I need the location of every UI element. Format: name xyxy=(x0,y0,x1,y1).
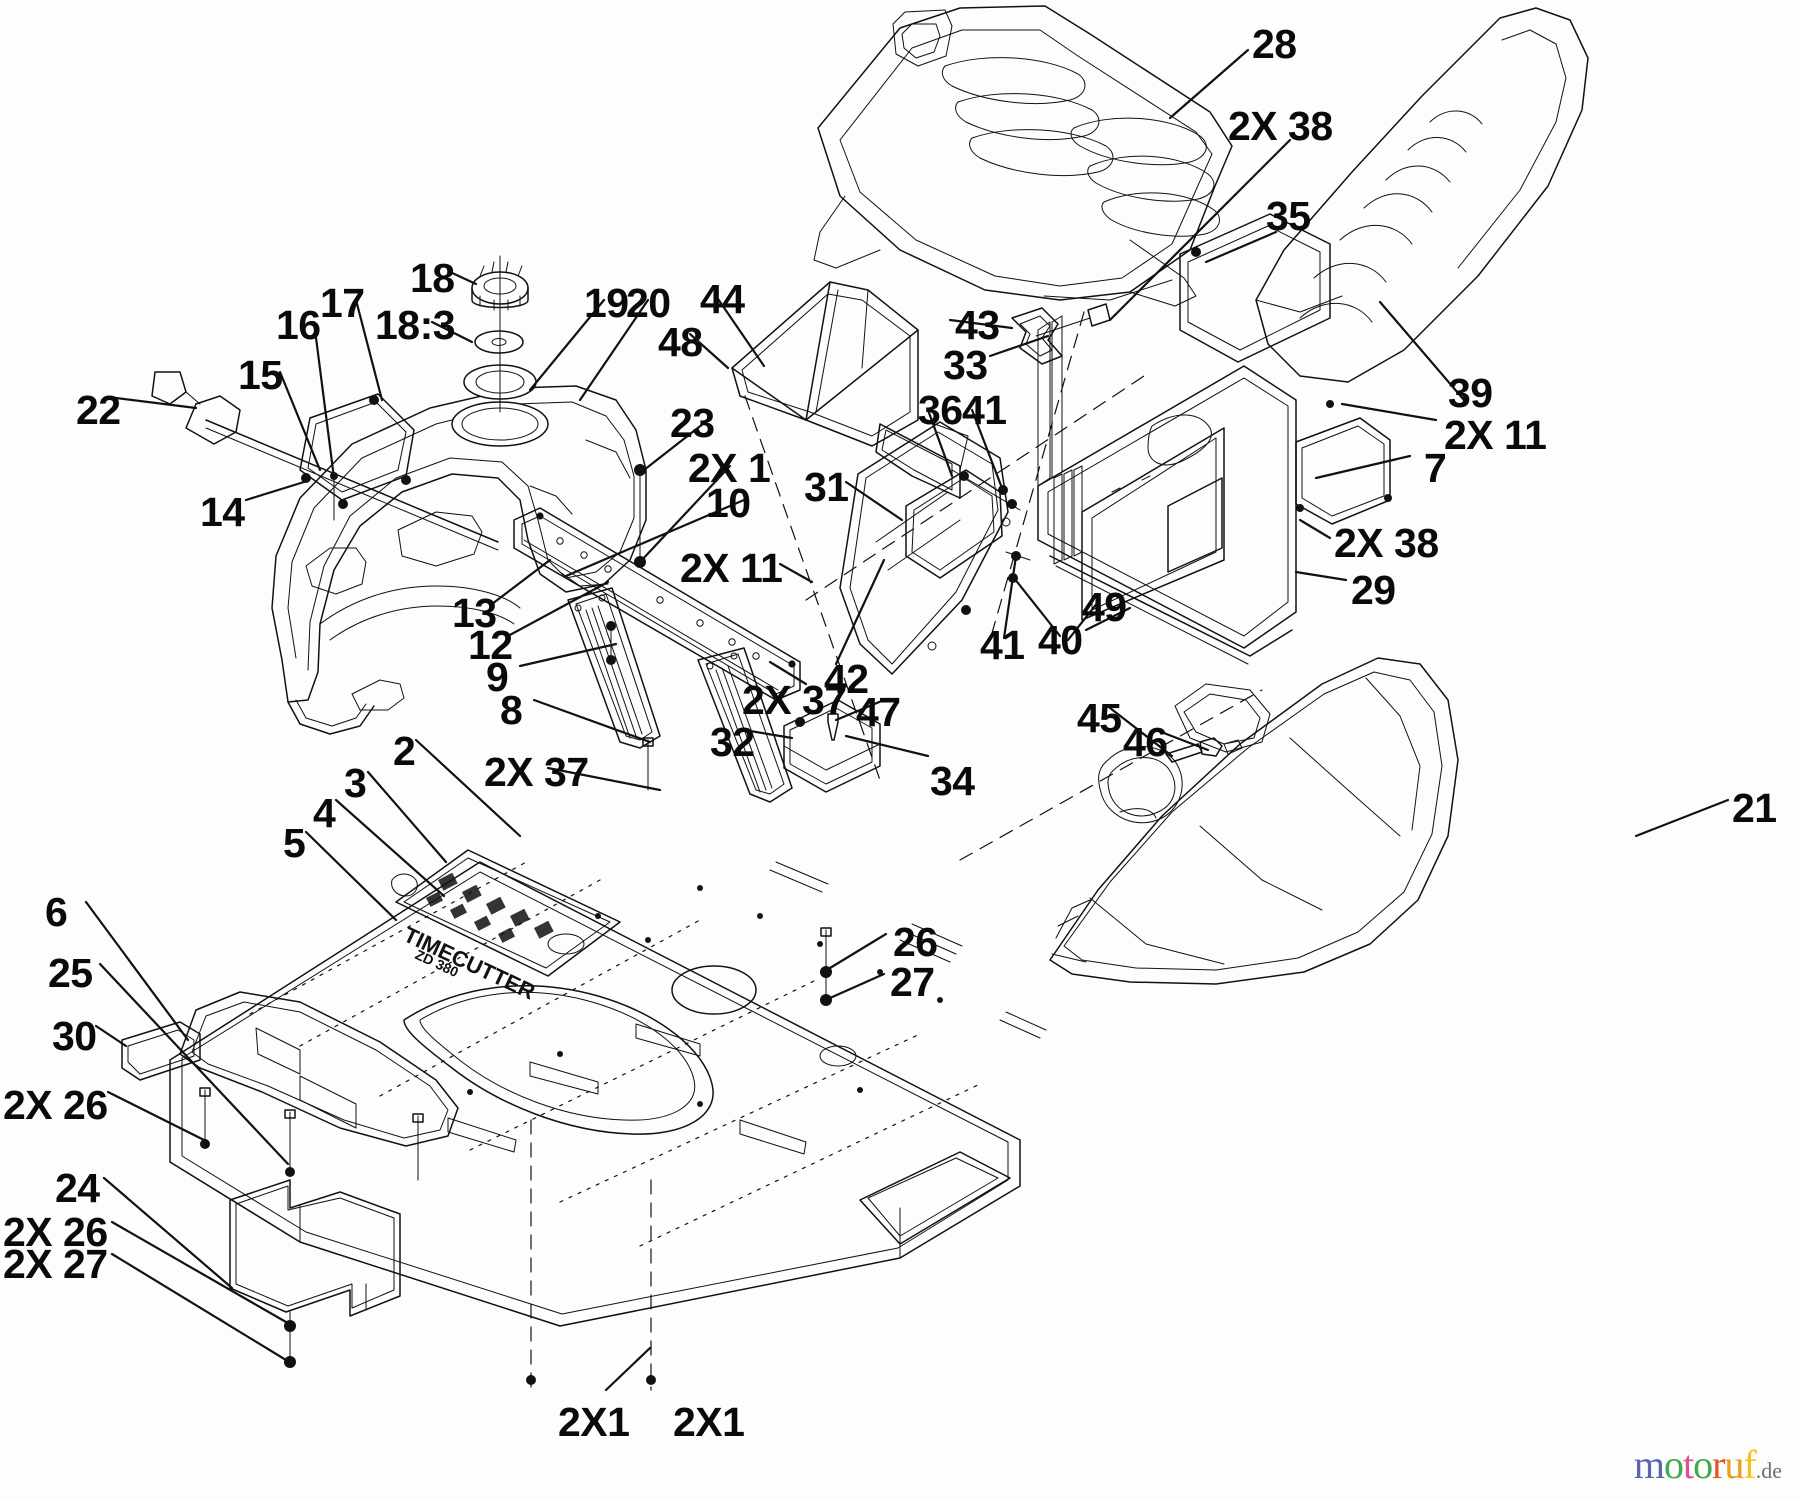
callout-49: 49 xyxy=(1082,584,1127,630)
callout-22: 22 xyxy=(76,387,121,433)
callout-45: 45 xyxy=(1077,695,1122,741)
callout-2x-1: 2X 1 xyxy=(688,445,771,491)
watermark-letter: o xyxy=(1663,1442,1684,1487)
callout-2x1: 2X1 xyxy=(558,1399,630,1445)
part-26-27-right xyxy=(820,927,832,1006)
part-6-bumper xyxy=(179,991,459,1147)
callout-2x-11: 2X 11 xyxy=(680,545,783,591)
fasteners-right xyxy=(1191,247,1392,512)
callout-16: 16 xyxy=(276,302,321,348)
callout-41: 41 xyxy=(980,622,1025,668)
watermark-letter: u xyxy=(1724,1442,1744,1487)
callout-2x-37: 2X 37 xyxy=(484,749,589,795)
callout-4: 4 xyxy=(313,790,336,836)
leader-lines xyxy=(84,48,1730,1392)
callout-42: 42 xyxy=(824,656,869,702)
callout-40: 40 xyxy=(1038,617,1083,663)
callout-44: 44 xyxy=(700,276,745,322)
callout-39: 39 xyxy=(1448,370,1493,416)
part-29-rear-panel xyxy=(1037,315,1297,665)
callout-33: 33 xyxy=(943,342,988,388)
part-25-stud xyxy=(199,1087,424,1181)
callout-24: 24 xyxy=(55,1165,100,1211)
part-2-main-frame xyxy=(169,859,1047,1327)
watermark-letter: f xyxy=(1743,1442,1756,1487)
callout-9: 9 xyxy=(486,654,509,700)
callout-35: 35 xyxy=(1266,193,1311,239)
callout-10: 10 xyxy=(706,480,751,526)
part-8-screw xyxy=(642,737,654,791)
callout-2x-38: 2X 38 xyxy=(1228,103,1333,149)
part-43-clip xyxy=(1011,307,1063,365)
watermark-suffix: .de xyxy=(1755,1458,1782,1483)
part-45-46-fasteners xyxy=(1165,737,1243,763)
callout-41: 41 xyxy=(962,387,1007,433)
callout-2x-38: 2X 38 xyxy=(1334,520,1439,566)
callout-30: 30 xyxy=(52,1013,97,1059)
callout-25: 25 xyxy=(48,950,93,996)
callout-2x-26: 2X 26 xyxy=(3,1082,108,1128)
callout-18: 18 xyxy=(410,255,455,301)
part-24-cover xyxy=(229,1179,401,1317)
callout-2x-11: 2X 11 xyxy=(1444,412,1547,458)
watermark-letter: r xyxy=(1712,1442,1725,1487)
callout-3: 3 xyxy=(344,760,367,806)
callout-6: 6 xyxy=(45,889,68,935)
callout-21: 21 xyxy=(1732,785,1777,831)
callout-43: 43 xyxy=(955,302,1000,348)
callout-34: 34 xyxy=(930,758,975,804)
callout-47: 47 xyxy=(856,689,901,735)
callout-18-3: 18:3 xyxy=(375,302,456,348)
callout-28: 28 xyxy=(1252,21,1297,67)
callout-13: 13 xyxy=(452,590,497,636)
callout-5: 5 xyxy=(283,820,306,866)
callout-2x-27: 2X 27 xyxy=(3,1241,108,1287)
part-18-3-washer xyxy=(474,330,524,354)
fasteners-center xyxy=(951,469,1031,615)
part-10-cross-rail xyxy=(513,507,801,701)
part-9-brace-right xyxy=(697,647,793,803)
part-39-discharge-chute xyxy=(1179,7,1589,383)
callout-48: 48 xyxy=(658,319,703,365)
part-21-hood xyxy=(1049,657,1459,985)
callout-2x1: 2X1 xyxy=(673,1399,745,1445)
callout-26: 26 xyxy=(893,919,938,965)
callout-27: 27 xyxy=(890,959,935,1005)
callout-23: 23 xyxy=(670,400,715,446)
callout-2x-37: 2X 37 xyxy=(742,677,847,723)
callout-7: 7 xyxy=(1424,445,1447,491)
callout-29: 29 xyxy=(1351,567,1396,613)
part-31-side-panel xyxy=(839,421,1011,675)
part-47-screw xyxy=(827,713,839,741)
part-32-block xyxy=(783,699,881,793)
callout-2: 2 xyxy=(393,728,416,774)
part-22-rod xyxy=(151,371,499,551)
watermark-letter: m xyxy=(1633,1442,1665,1487)
callout-8: 8 xyxy=(500,687,523,733)
callout-31: 31 xyxy=(804,464,849,510)
callout-20: 20 xyxy=(626,280,671,326)
callout-15: 15 xyxy=(238,352,283,398)
part-20-hood-cowl xyxy=(271,385,647,735)
callout-36: 36 xyxy=(918,387,963,433)
part-17-bracket xyxy=(299,393,415,509)
part-30-plate xyxy=(121,1021,201,1081)
watermark-letter: t xyxy=(1682,1442,1694,1487)
callout-14: 14 xyxy=(200,489,245,535)
part-26-27-bottom-fasteners xyxy=(284,1311,296,1368)
callout-12: 12 xyxy=(468,622,513,668)
watermark-letter: o xyxy=(1693,1442,1713,1487)
callout-17: 17 xyxy=(320,280,365,326)
callout-46: 46 xyxy=(1123,719,1168,765)
part-23-bolt xyxy=(634,464,646,568)
motoruf-watermark: motoruf.de xyxy=(1634,1445,1782,1485)
callout-32: 32 xyxy=(710,719,755,765)
callout-2x-26: 2X 26 xyxy=(3,1209,108,1255)
callout-19: 19 xyxy=(584,280,629,326)
part-44-hopper xyxy=(731,281,969,499)
